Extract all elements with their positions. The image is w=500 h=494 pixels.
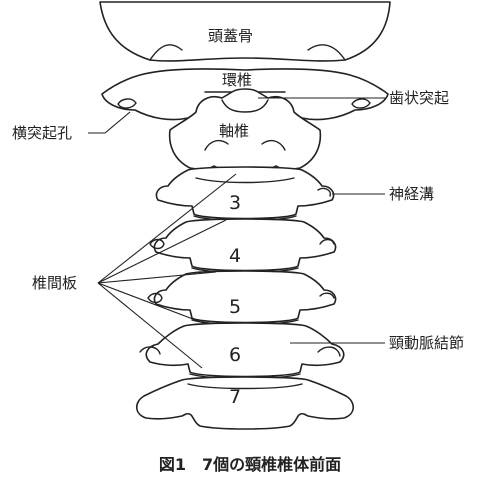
label-transverse-foramen: 横突起孔 (12, 124, 72, 142)
skull (99, 1, 391, 62)
vertebra-number-4: 4 (229, 245, 241, 267)
label-atlas: 環椎 (222, 71, 252, 89)
c4-vertebra (149, 218, 337, 272)
label-intervertebral-disc: 椎間板 (32, 274, 77, 292)
vertebra-number-7: 7 (229, 386, 241, 408)
label-axis: 軸椎 (219, 122, 249, 140)
label-dens: 歯状突起 (389, 89, 449, 107)
vertebra-number-6: 6 (229, 344, 241, 366)
c3-vertebra (155, 166, 335, 220)
axis-vertebra (168, 88, 322, 172)
vertebra-number-5: 5 (229, 296, 241, 318)
c5-vertebra (147, 270, 337, 324)
c7-vertebra (135, 376, 355, 430)
leader-lines (88, 97, 385, 369)
label-cervical-ganglion: 頸動脈結節 (389, 334, 464, 352)
label-skull: 頭蓋骨 (208, 27, 253, 45)
vertebra-number-3: 3 (229, 192, 241, 214)
c6-vertebra (139, 322, 345, 378)
label-spinal-nerve-groove: 神経溝 (389, 185, 434, 203)
figure-caption: 図1 7個の頸椎椎体前面 (158, 455, 342, 474)
